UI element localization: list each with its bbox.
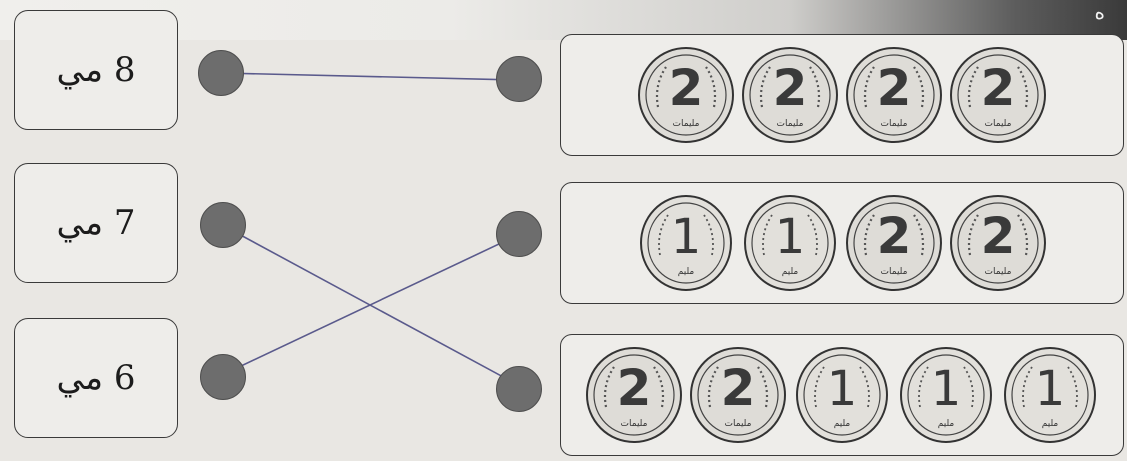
amount-box-8[interactable]: 8 مي [14, 10, 178, 130]
coin-value: 2 [948, 59, 1048, 117]
coin-group-3: 2 مليمات 2 مليمات 1 مليم 1 مليم 1 مليم [560, 334, 1124, 456]
coin-1-millime: 1 مليم [636, 193, 736, 293]
coin-2-millimes: 2 مليمات [844, 45, 944, 145]
amount-label: 8 مي [57, 50, 136, 90]
coin-2-millimes: 2 مليمات [636, 45, 736, 145]
coin-mint-text: مليم [896, 419, 996, 429]
coin-mint-text: مليم [1000, 419, 1100, 429]
amount-label: 7 مي [57, 203, 136, 243]
coin-value: 2 [844, 59, 944, 117]
coin-mint-text: مليمات [636, 119, 736, 129]
coin-value: 1 [1000, 361, 1100, 417]
coin-2-millimes: 2 مليمات [584, 345, 684, 445]
amount-dot-6[interactable] [200, 354, 246, 400]
coins-dot-1[interactable] [496, 56, 542, 102]
coin-1-millime: 1 مليم [792, 345, 892, 445]
coin-mint-text: مليمات [844, 267, 944, 277]
coin-group-1: 2 مليمات 2 مليمات 2 مليمات 2 مليمات [560, 34, 1124, 156]
coins-dot-3[interactable] [496, 366, 542, 412]
amount-label: 6 مي [57, 358, 136, 398]
coin-mint-text: مليمات [844, 119, 944, 129]
coin-1-millime: 1 مليم [1000, 345, 1100, 445]
coin-value: 2 [688, 359, 788, 417]
connection-line-3 [222, 235, 518, 375]
coin-mint-text: مليمات [740, 119, 840, 129]
amount-box-6[interactable]: 6 مي [14, 318, 178, 438]
connection-line-1 [222, 73, 518, 80]
coin-2-millimes: 2 مليمات [948, 193, 1048, 293]
coin-value: 2 [636, 59, 736, 117]
coin-value: 1 [792, 361, 892, 417]
coin-2-millimes: 2 مليمات [740, 45, 840, 145]
amount-dot-8[interactable] [198, 50, 244, 96]
coin-1-millime: 1 مليم [740, 193, 840, 293]
amount-dot-7[interactable] [200, 202, 246, 248]
coin-mint-text: مليم [792, 419, 892, 429]
coin-value: 1 [636, 209, 736, 265]
coin-value: 1 [740, 209, 840, 265]
coin-1-millime: 1 مليم [896, 345, 996, 445]
coin-2-millimes: 2 مليمات [844, 193, 944, 293]
coin-mint-text: مليمات [948, 119, 1048, 129]
coins-dot-2[interactable] [496, 211, 542, 257]
coin-value: 1 [896, 361, 996, 417]
coin-value: 2 [948, 207, 1048, 265]
coin-mint-text: مليم [636, 267, 736, 277]
coin-2-millimes: 2 مليمات [948, 45, 1048, 145]
coin-value: 2 [844, 207, 944, 265]
coin-mint-text: مليمات [688, 419, 788, 429]
coin-mint-text: مليمات [584, 419, 684, 429]
coin-mint-text: مليمات [948, 267, 1048, 277]
coin-group-2: 1 مليم 1 مليم 2 مليمات 2 مليمات [560, 182, 1124, 304]
coin-value: 2 [740, 59, 840, 117]
coin-value: 2 [584, 359, 684, 417]
amount-box-7[interactable]: 7 مي [14, 163, 178, 283]
coin-mint-text: مليم [740, 267, 840, 277]
coin-2-millimes: 2 مليمات [688, 345, 788, 445]
